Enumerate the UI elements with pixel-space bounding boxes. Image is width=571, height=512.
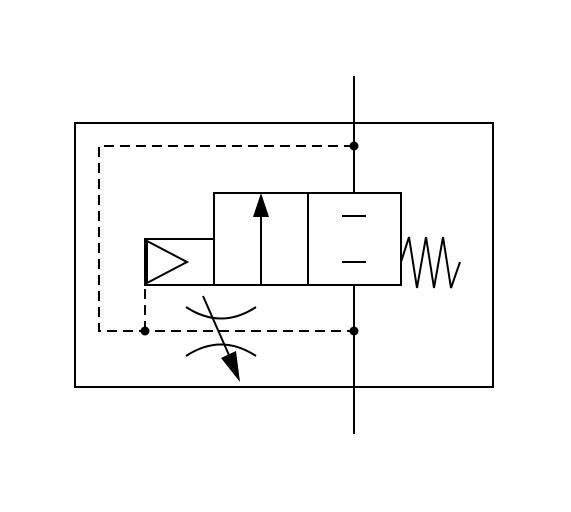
adjustment-arrow-head-icon: [221, 351, 240, 382]
flow-arrow-up-icon: [253, 193, 269, 217]
restrictor-arc-lower: [185, 343, 257, 357]
adjustment-arrow-shaft: [202, 295, 233, 363]
spring-icon: [400, 236, 461, 289]
valve-envelope-right: [307, 192, 402, 286]
restrictor-arc-upper: [185, 306, 257, 320]
pilot-line-outer: [98, 145, 354, 332]
pilot-triangle-icon: [146, 239, 190, 285]
enclosure-frame: [74, 122, 494, 388]
